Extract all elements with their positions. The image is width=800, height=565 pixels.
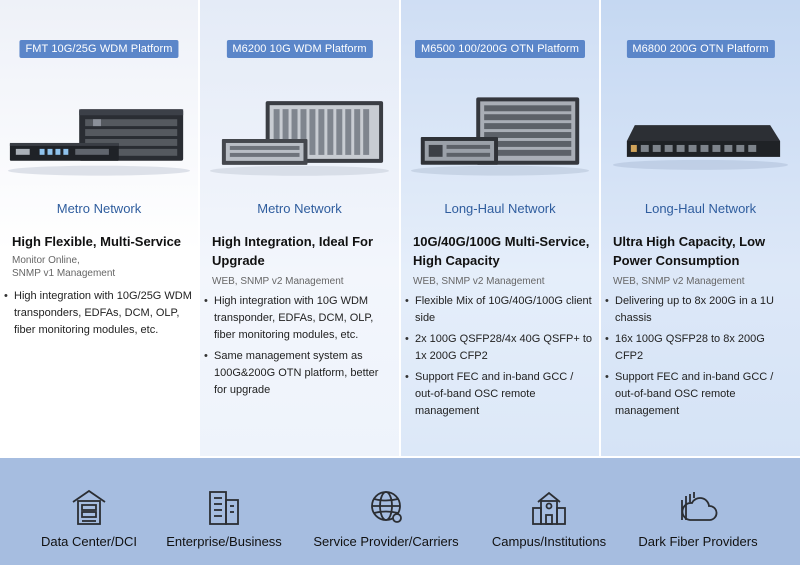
- feature-list: High integration with 10G WDM transponde…: [204, 293, 393, 403]
- management-info: WEB, SNMP v2 Management: [212, 275, 393, 288]
- industry-campus: Campus/Institutions: [480, 458, 618, 565]
- platform-title: High Flexible, Multi-Service: [12, 234, 182, 249]
- fmt-chassis-image: [7, 109, 191, 176]
- industry-label: Data Center/DCI: [40, 534, 138, 549]
- dark-fiber-cloud-icon: [681, 492, 718, 521]
- platform-title: High Integration, Ideal For Upgrade: [212, 234, 374, 268]
- feature-item: Delivering up to 8x 200G in a 1U chassis: [605, 293, 794, 327]
- data-center-icon: [72, 489, 106, 525]
- management-info: WEB, SNMP v2 Management: [413, 275, 593, 288]
- industry-label: Campus/Institutions: [491, 534, 607, 549]
- management-info: WEB, SNMP v2 Management: [613, 275, 794, 288]
- management-line: Monitor Online,: [12, 255, 80, 266]
- platform-columns: FMT 10G/25G WDM Platform Metro: [0, 0, 800, 456]
- management-line: WEB, SNMP v2 Management: [613, 276, 745, 287]
- campus-school-icon: [532, 491, 566, 525]
- feature-item: High integration with 10G WDM transponde…: [204, 293, 393, 344]
- network-type: Long-Haul Network: [644, 201, 757, 216]
- m6800-chassis-image: [612, 125, 789, 170]
- feature-item: Support FEC and in-band GCC / out-of-ban…: [405, 369, 593, 420]
- management-line: SNMP v1 Management: [12, 268, 116, 279]
- industries-band: Data Center/DCI Enterprise/Business Serv…: [0, 458, 800, 565]
- platform-badge: M6500 100/200G OTN Platform: [415, 40, 585, 58]
- feature-item: 2x 100G QSFP28/4x 40G QSFP+ to 1x 200G C…: [405, 331, 593, 365]
- feature-list: Delivering up to 8x 200G in a 1U chassis…: [605, 293, 794, 424]
- network-type: Metro Network: [257, 201, 342, 216]
- feature-list: High integration with 10G/25G WDM transp…: [4, 288, 192, 343]
- feature-item: Support FEC and in-band GCC / out-of-ban…: [605, 369, 794, 420]
- m6500-chassis-image: [410, 97, 590, 176]
- platform-card-m6800: M6800 200G OTN Platform Long-Haul Networ…: [601, 0, 800, 456]
- platform-title: Ultra High Capacity, Low Power Consumpti…: [613, 234, 766, 268]
- industry-service-provider: Service Provider/Carriers: [298, 458, 474, 565]
- management-info: Monitor Online, SNMP v1 Management: [12, 254, 192, 280]
- industry-dark-fiber: Dark Fiber Providers: [626, 458, 770, 565]
- platform-badge: M6200 10G WDM Platform: [226, 40, 373, 58]
- feature-item: 16x 100G QSFP28 to 8x 200G CFP2: [605, 331, 794, 365]
- industry-label: Dark Fiber Providers: [638, 534, 758, 549]
- platform-card-fmt: FMT 10G/25G WDM Platform Metro: [0, 0, 200, 456]
- enterprise-building-icon: [209, 491, 239, 525]
- management-line: WEB, SNMP v2 Management: [212, 276, 344, 287]
- network-type: Long-Haul Network: [444, 201, 556, 216]
- platform-title: 10G/40G/100G Multi-Service, High Capacit…: [413, 234, 590, 268]
- platform-badge: FMT 10G/25G WDM Platform: [19, 40, 179, 58]
- industry-label: Enterprise/Business: [166, 534, 282, 549]
- management-line: WEB, SNMP v2 Management: [413, 276, 545, 287]
- industry-data-center: Data Center/DCI: [18, 458, 160, 565]
- industry-label: Service Provider/Carriers: [313, 534, 459, 549]
- network-type: Metro Network: [56, 201, 142, 216]
- platform-badge: M6800 200G OTN Platform: [626, 40, 775, 58]
- m6200-chassis-image: [209, 101, 390, 176]
- globe-network-icon: [371, 491, 402, 523]
- feature-item: Flexible Mix of 10G/40G/100G client side: [405, 293, 593, 327]
- feature-item: High integration with 10G/25G WDM transp…: [4, 288, 192, 339]
- platform-card-m6200: M6200 10G WDM Platform Metro Network Hig…: [200, 0, 401, 456]
- feature-item: Same management system as 100G&200G OTN …: [204, 348, 393, 399]
- feature-list: Flexible Mix of 10G/40G/100G client side…: [405, 293, 593, 424]
- platform-card-m6500: M6500 100/200G OTN Platform Long-Haul Ne…: [401, 0, 601, 456]
- industry-enterprise: Enterprise/Business: [160, 458, 288, 565]
